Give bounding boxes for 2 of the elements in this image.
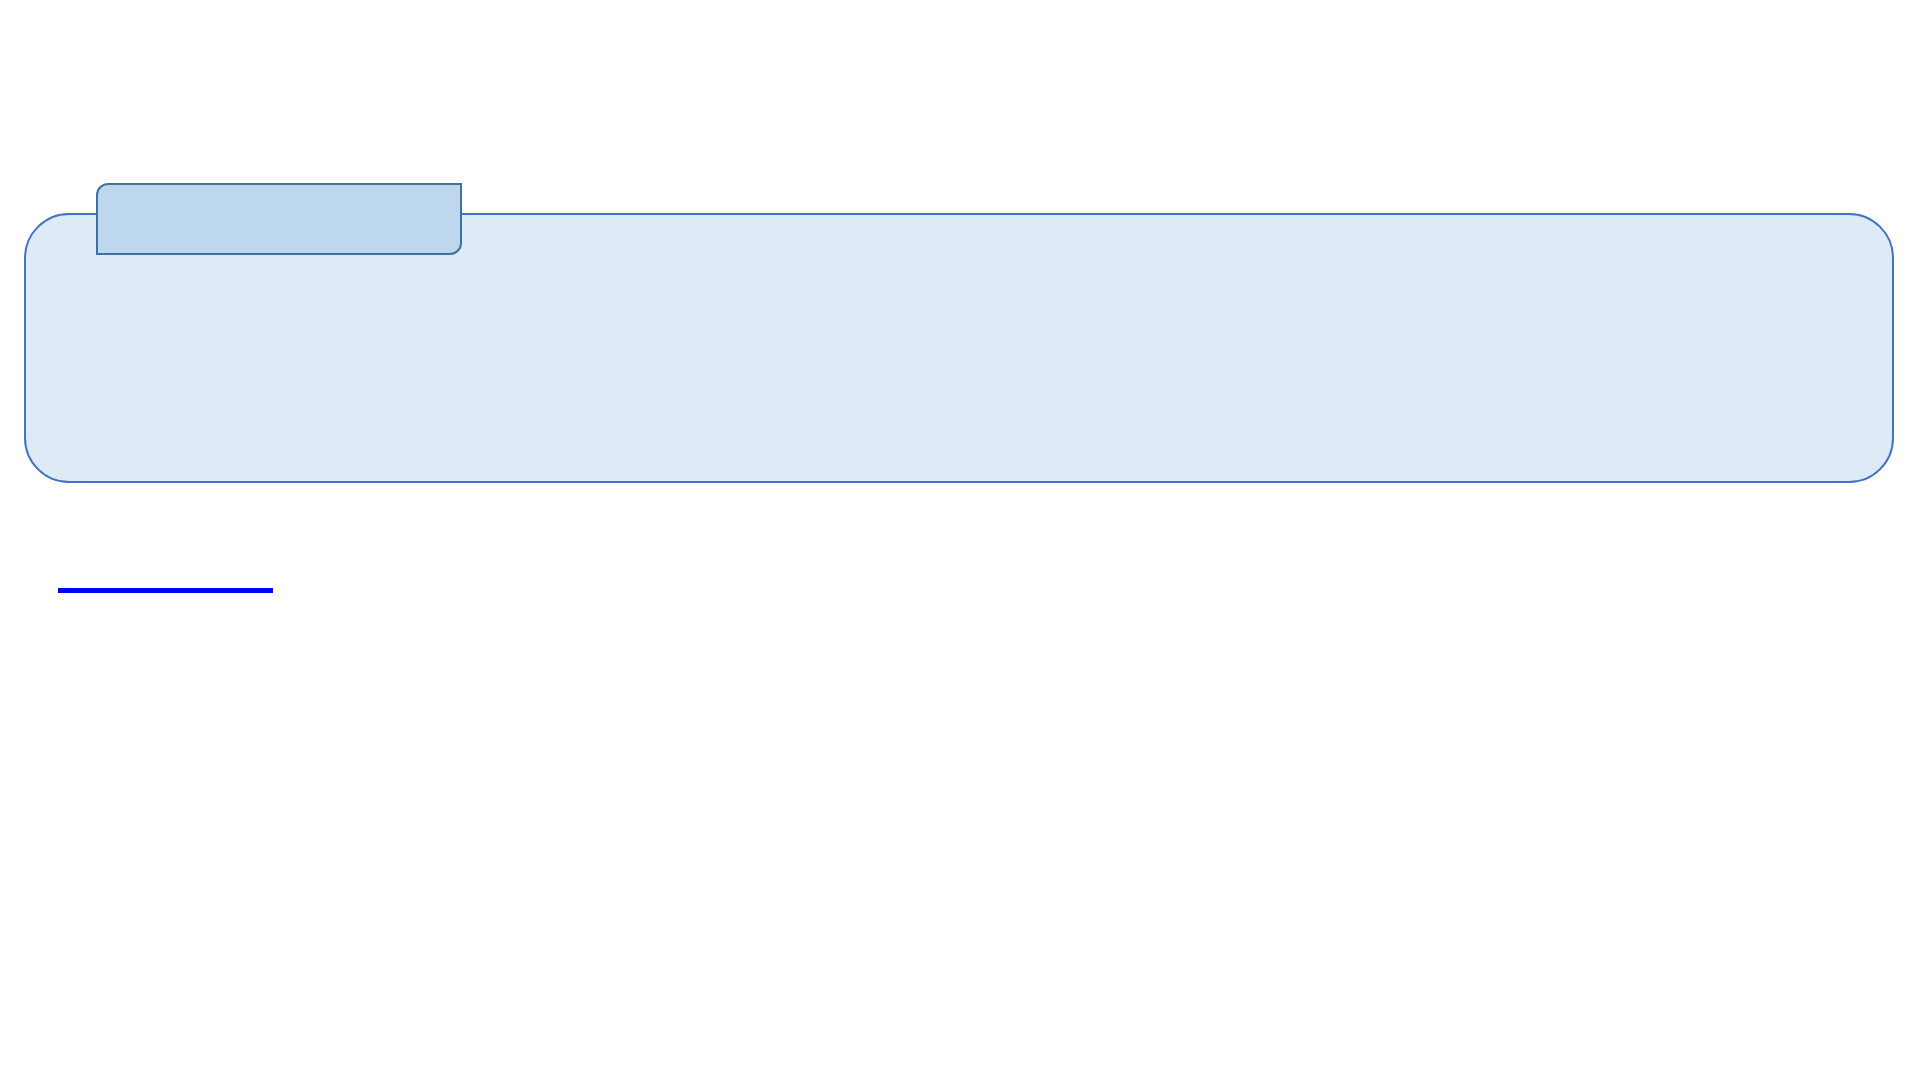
- tab-box: [96, 183, 462, 255]
- panel-box: [24, 213, 1894, 483]
